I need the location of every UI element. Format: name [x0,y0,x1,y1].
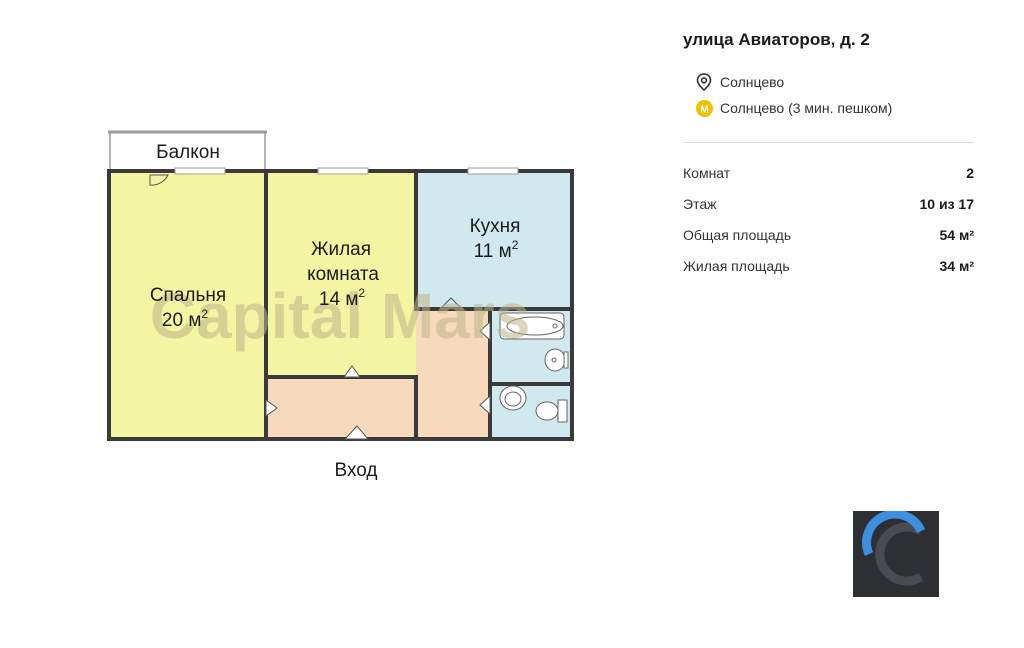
washbasin-icon [499,385,527,411]
metro-row: М Солнцево (3 мин. пешком) [683,98,974,118]
stat-value: 2 [966,165,974,181]
toilet-icon [535,399,568,423]
stat-value: 10 из 17 [919,196,975,212]
stat-living-area: Жилая площадь 34 м² [683,258,974,289]
stat-label: Общая площадь [683,227,792,243]
kitchen-fill [416,172,571,309]
stat-floor: Этаж 10 из 17 [683,196,974,227]
living-room-area: 14 м2 [319,286,365,310]
kitchen-name: Кухня [470,216,521,237]
entrance-label: Вход [335,460,378,481]
stat-label: Этаж [683,196,717,212]
stat-label: Комнат [683,165,731,181]
balcony [108,130,267,171]
apartment-info: улица Авиаторов, д. 2 Солнцево М Солнцев… [683,30,974,289]
bedroom-name: Спальня [150,285,226,306]
district-name: Солнцево [720,74,785,90]
metro-station: Солнцево (3 мин. пешком) [720,100,893,116]
metro-icon: М [693,98,715,118]
sink-icon [544,348,569,372]
balcony-label: Балкон [156,142,220,163]
bedroom-area: 20 м2 [162,307,208,331]
stat-value: 34 м² [939,258,974,274]
metro-badge: М [700,104,708,115]
windows [174,167,519,175]
watermark: Capital Mars [150,280,531,352]
bedroom-fill [110,172,266,438]
kitchen-area: 11 м2 [474,238,519,262]
living-room-name-line2: комната [307,264,379,285]
living-room-fill [266,172,416,377]
brand-logo-icon [853,509,939,597]
stat-rooms: Комнат 2 [683,165,974,196]
bathtub-icon [499,312,565,340]
stat-total-area: Общая площадь 54 м² [683,227,974,258]
doors [149,174,491,440]
divider [683,142,974,143]
hallway-fill [266,309,490,438]
address-title: улица Авиаторов, д. 2 [683,30,870,49]
floor-plan: Capital Mars Балкон Спальня 20 м2 Жилая … [107,130,574,481]
location-pin-icon [693,72,715,92]
stat-label: Жилая площадь [683,258,790,274]
living-room-name-line1: Жилая [311,239,371,260]
stat-value: 54 м² [939,227,974,243]
district-row: Солнцево [683,72,974,92]
